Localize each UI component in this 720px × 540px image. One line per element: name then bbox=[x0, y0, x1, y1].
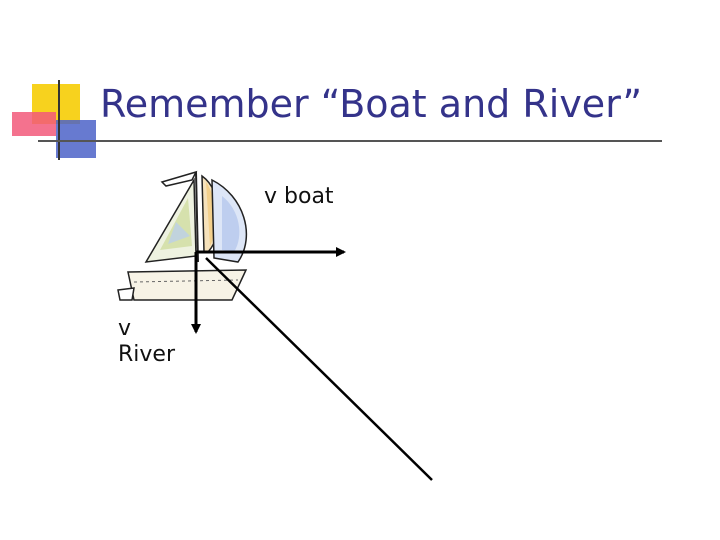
boat-velocity-label: v boat bbox=[264, 184, 334, 209]
title-underline bbox=[38, 140, 662, 142]
river-velocity-label: v River bbox=[118, 316, 175, 367]
slide-title: Remember “Boat and River” bbox=[100, 82, 643, 126]
title-decoration-blue-square bbox=[56, 120, 96, 158]
sailboat-icon bbox=[117, 170, 248, 301]
resultant-path-line bbox=[205, 257, 433, 481]
title-decoration-vertical-line bbox=[58, 80, 60, 160]
title-decoration-red-bar bbox=[12, 112, 56, 136]
